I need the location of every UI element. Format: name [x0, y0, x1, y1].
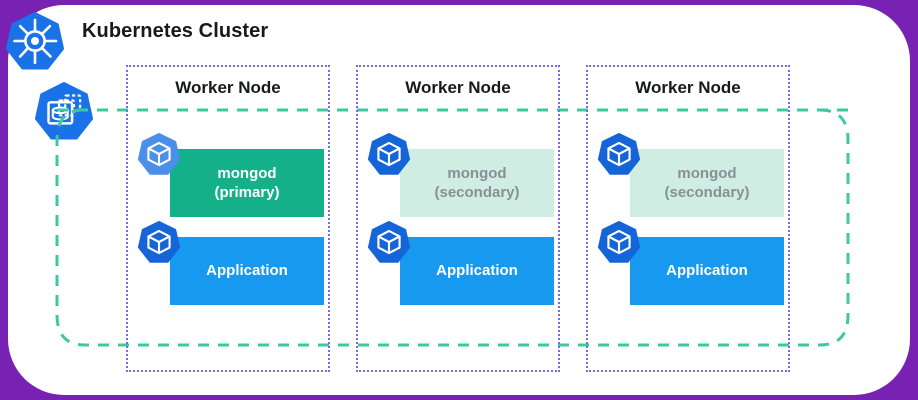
pod-label-line1: mongod	[217, 164, 277, 182]
worker-node-title: Worker Node	[635, 78, 741, 97]
kubernetes-pod-icon	[136, 131, 182, 177]
application-pod[interactable]: Application	[596, 219, 786, 309]
application-pod[interactable]: Application	[136, 219, 326, 309]
pod-label-line1: mongod	[447, 164, 507, 182]
pod-label-line1: Application	[436, 262, 518, 280]
worker-node-title: Worker Node	[405, 78, 511, 97]
worker-node-1[interactable]: Worker Node mongod (primary) Appli	[126, 65, 330, 372]
mongod-secondary-pod[interactable]: mongod (secondary)	[366, 131, 556, 221]
mongod-secondary-box: mongod (secondary)	[630, 149, 784, 217]
kubernetes-pod-icon	[366, 131, 412, 177]
pod-label-line1: mongod	[677, 164, 737, 182]
pod-label-line1: Application	[666, 262, 748, 280]
pod-label-line2: (secondary)	[664, 184, 750, 201]
kubernetes-pod-icon	[596, 219, 642, 265]
kubernetes-pod-icon	[366, 219, 412, 265]
page-title: Kubernetes Cluster	[82, 20, 269, 42]
mongod-primary-box: mongod (primary)	[170, 149, 324, 217]
application-pod[interactable]: Application	[366, 219, 556, 309]
pod-label-line2: (secondary)	[434, 184, 520, 201]
pod-label-line2: (primary)	[214, 184, 280, 201]
application-box: Application	[400, 237, 554, 305]
mongod-secondary-pod[interactable]: mongod (secondary)	[596, 131, 786, 221]
kubernetes-pod-icon	[136, 219, 182, 265]
worker-node-2[interactable]: Worker Node mongod (secondary) App	[356, 65, 560, 372]
pod-label-line1: Application	[206, 262, 288, 280]
worker-node-3[interactable]: Worker Node mongod (secondary) App	[586, 65, 790, 372]
worker-node-title: Worker Node	[175, 78, 281, 97]
application-box: Application	[170, 237, 324, 305]
mongod-secondary-box: mongod (secondary)	[400, 149, 554, 217]
kubernetes-helm-icon	[4, 10, 66, 72]
mongodb-replicaset-icon	[33, 80, 95, 142]
kubernetes-pod-icon	[596, 131, 642, 177]
mongod-primary-pod[interactable]: mongod (primary)	[136, 131, 326, 221]
application-box: Application	[630, 237, 784, 305]
